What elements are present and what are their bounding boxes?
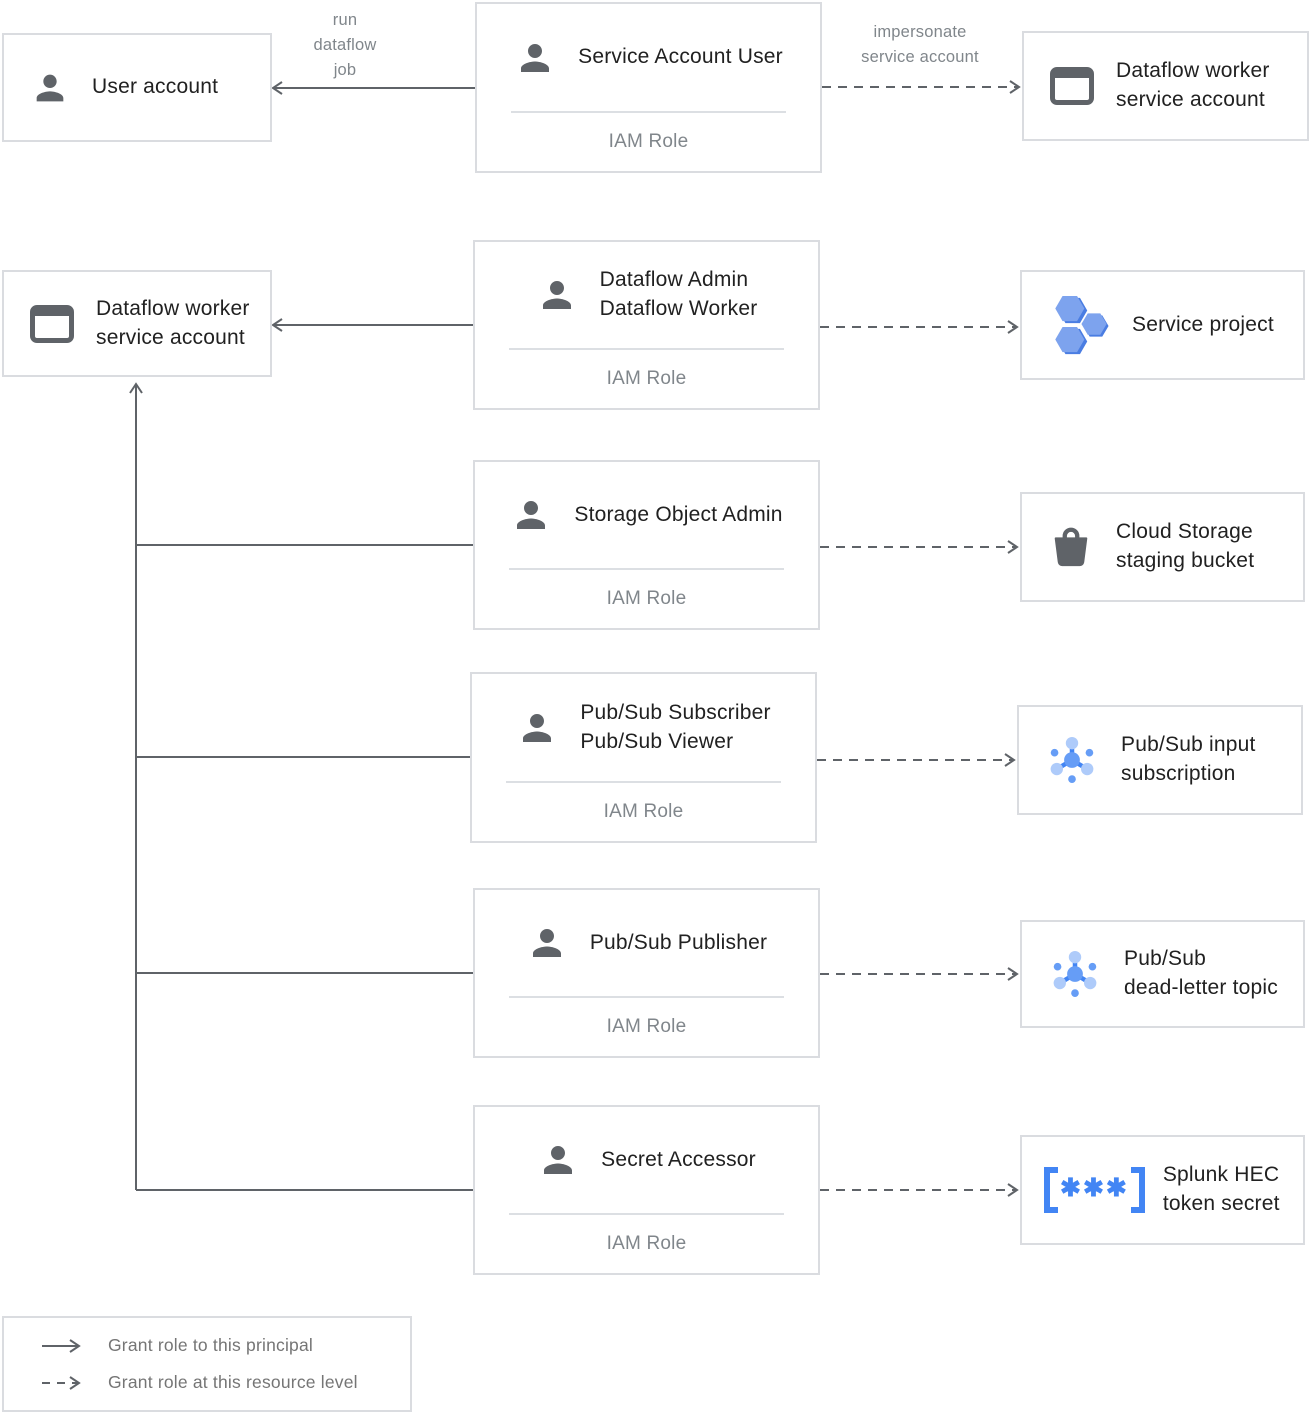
node-iam-role-service-account-user: Service Account User IAM Role: [475, 2, 822, 173]
node-dataflow-worker-service-account-left: Dataflow worker service account: [2, 270, 272, 377]
legend: Grant role to this principal Grant role …: [2, 1316, 412, 1412]
person-icon: [536, 274, 578, 316]
node-pubsub-input-subscription: Pub/Sub input subscription: [1017, 705, 1303, 815]
node-label: Splunk HEC token secret: [1162, 1163, 1280, 1215]
service-account-card-icon: [1050, 67, 1094, 105]
role-title: Pub/Sub Subscriber Pub/Sub Viewer: [580, 700, 771, 753]
node-iam-role-storage-object-admin: Storage Object Admin IAM Role: [473, 460, 820, 630]
pubsub-icon: [1045, 733, 1099, 787]
node-user-account: User account: [2, 33, 272, 142]
person-icon: [537, 1139, 579, 1181]
person-icon: [516, 707, 558, 749]
edge-label-run-dataflow-job: run dataflow job: [313, 11, 377, 79]
divider: [509, 568, 784, 570]
role-title: Pub/Sub Publisher: [589, 930, 768, 954]
node-cloud-storage-staging-bucket: Cloud Storage staging bucket: [1020, 492, 1305, 602]
person-icon: [514, 37, 556, 79]
node-pubsub-dead-letter-topic: Pub/Sub dead-letter topic: [1020, 920, 1305, 1028]
divider: [509, 1213, 784, 1215]
legend-label-dashed: Grant role at this resource level: [108, 1372, 358, 1392]
role-footer: IAM Role: [606, 588, 687, 609]
node-label: Service project: [1132, 312, 1274, 336]
node-iam-role-pubsub-publisher: Pub/Sub Publisher IAM Role: [473, 888, 820, 1058]
person-icon: [30, 68, 70, 108]
role-footer: IAM Role: [606, 1016, 687, 1037]
role-title: Storage Object Admin: [574, 502, 783, 526]
role-title: Secret Accessor: [601, 1147, 756, 1171]
project-hexagons-icon: [1048, 294, 1110, 356]
role-footer: IAM Role: [603, 801, 684, 822]
node-label: Pub/Sub input subscription: [1121, 733, 1256, 785]
person-icon: [526, 922, 568, 964]
role-title: Dataflow Admin Dataflow Worker: [599, 268, 758, 320]
legend-row-solid: Grant role to this principal: [40, 1335, 410, 1356]
node-label: User account: [92, 75, 219, 99]
legend-label-solid: Grant role to this principal: [108, 1335, 313, 1355]
node-splunk-hec-token-secret: ✱✱✱ Splunk HEC token secret: [1020, 1135, 1305, 1245]
node-label: Dataflow worker service account: [96, 296, 250, 349]
dashed-arrow-icon: [42, 1375, 81, 1390]
service-account-card-icon: [30, 304, 74, 343]
node-service-project: Service project: [1020, 270, 1305, 380]
node-label: Pub/Sub dead-letter topic: [1124, 947, 1278, 999]
role-footer: IAM Role: [608, 131, 689, 152]
role-footer: IAM Role: [606, 368, 687, 389]
node-iam-role-pubsub-subscriber-viewer: Pub/Sub Subscriber Pub/Sub Viewer IAM Ro…: [470, 672, 817, 843]
secret-brackets-icon: ✱✱✱: [1044, 1167, 1145, 1213]
divider: [509, 996, 784, 998]
divider: [509, 348, 784, 350]
edge-label-impersonate-service-account: impersonate service account: [861, 23, 979, 66]
solid-arrow-icon: [42, 1338, 81, 1353]
divider: [511, 111, 786, 113]
storage-bucket-icon: [1048, 524, 1094, 570]
node-dataflow-worker-service-account-top: Dataflow worker service account: [1022, 31, 1309, 141]
node-iam-role-secret-accessor: Secret Accessor IAM Role: [473, 1105, 820, 1275]
person-icon: [510, 494, 552, 536]
node-label: Dataflow worker service account: [1116, 59, 1270, 111]
node-iam-role-dataflow-admin-worker: Dataflow Admin Dataflow Worker IAM Role: [473, 240, 820, 410]
role-footer: IAM Role: [606, 1233, 687, 1254]
node-label: Cloud Storage staging bucket: [1116, 520, 1255, 572]
divider: [506, 781, 781, 783]
role-title: Service Account User: [578, 45, 783, 69]
legend-row-dashed: Grant role at this resource level: [40, 1372, 410, 1393]
pubsub-icon: [1048, 947, 1102, 1001]
